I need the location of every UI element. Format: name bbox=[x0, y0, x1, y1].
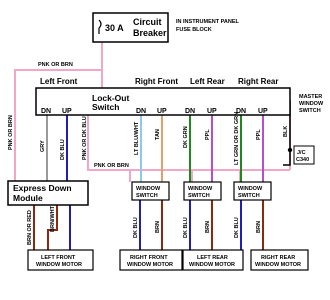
window-switch-lr-box bbox=[183, 181, 222, 201]
right-front-motor-line2: WINDOW MOTOR bbox=[127, 262, 173, 268]
left-front-motor-line2: WINDOW MOTOR bbox=[36, 262, 82, 268]
right-rear-motor-box bbox=[250, 249, 309, 271]
right-rear-motor-line2: WINDOW MOTOR bbox=[255, 262, 301, 268]
terminal-dn-rr: DN bbox=[236, 108, 246, 115]
master-label-line1: MASTER bbox=[299, 94, 322, 100]
group-right-front: Right Front bbox=[135, 77, 178, 86]
label-brn-red: BRN OR RED bbox=[27, 210, 33, 245]
label-tan: TAN bbox=[155, 129, 161, 140]
express-line1: Express Down bbox=[13, 183, 72, 193]
window-switch-rr-box bbox=[233, 181, 272, 201]
lockout-line1: Lock-Out bbox=[92, 93, 129, 103]
pnk-brn-feed-wire bbox=[14, 69, 102, 181]
window-switch-lr-line1: WINDOW bbox=[188, 186, 213, 192]
express-down-module-box bbox=[7, 180, 89, 206]
panel-note-line1: IN INSTRUMENT PANEL bbox=[176, 19, 239, 25]
right-rear-motor-line1: RIGHT REAR bbox=[261, 255, 295, 261]
pnk-brn-mid-wire bbox=[87, 162, 290, 171]
label-brn-rr: BRN bbox=[256, 221, 262, 233]
right-front-motor-box bbox=[119, 249, 183, 271]
window-switch-rr-line2: SWITCH bbox=[238, 193, 260, 199]
terminal-dn-lf: DN bbox=[41, 108, 51, 115]
panel-note-line2: FUSE BLOCK bbox=[176, 27, 212, 33]
left-front-motor-box bbox=[27, 249, 94, 271]
blk-ground-wire bbox=[283, 150, 291, 166]
label-pnk-brn-top: PNK OR BRN bbox=[38, 62, 73, 68]
label-dk-blu-left: DK BLU bbox=[60, 139, 66, 160]
express-line2: Module bbox=[13, 193, 43, 203]
label-ppl-rr: PPL bbox=[256, 129, 262, 140]
label-pnk-dk-blu: PNK OR DK BLU bbox=[82, 116, 88, 160]
junction-connector-box bbox=[293, 145, 315, 165]
label-blk: BLK bbox=[283, 126, 289, 137]
label-gry: GRY bbox=[40, 140, 46, 152]
breaker-title-line1: Circuit bbox=[133, 17, 162, 27]
label-brn-rf: BRN bbox=[155, 221, 161, 233]
label-dk-blu-lr: DK BLU bbox=[183, 217, 189, 238]
window-switch-lr-line2: SWITCH bbox=[188, 193, 210, 199]
label-lt-grn-dk-grn: LT GRN OR DK GRN bbox=[234, 112, 240, 165]
window-switch-rf-line1: WINDOW bbox=[136, 186, 161, 192]
label-pnk-brn-left: PNK OR BRN bbox=[8, 115, 14, 150]
terminal-up-lr: UP bbox=[207, 108, 217, 115]
terminal-dn-rf: DN bbox=[136, 108, 146, 115]
label-dk-blu-rf: DK BLU bbox=[133, 217, 139, 238]
label-dk-blu-rr: DK BLU bbox=[234, 217, 240, 238]
label-lt-blu-wht: LT BLU/WHT bbox=[134, 121, 140, 155]
label-dk-grn: DK GRN bbox=[183, 126, 189, 148]
left-front-motor-line1: LEFT FRONT bbox=[41, 255, 76, 261]
window-switch-rr-line1: WINDOW bbox=[238, 186, 263, 192]
master-switch-box bbox=[35, 87, 291, 116]
jc-line1: J/C bbox=[297, 150, 306, 156]
group-left-front: Left Front bbox=[40, 77, 78, 86]
group-right-rear: Right Rear bbox=[238, 77, 278, 86]
circuit-breaker-box bbox=[92, 12, 169, 43]
terminal-dn-lr: DN bbox=[185, 108, 195, 115]
breaker-rating: 30 A bbox=[105, 23, 124, 33]
label-brn-wht: BRN/WHT bbox=[50, 205, 56, 232]
breaker-title-line2: Breaker bbox=[133, 28, 167, 38]
jc-line2: C340 bbox=[296, 157, 309, 163]
right-front-motor-line1: RIGHT FRONT bbox=[130, 255, 168, 261]
terminal-up-rf: UP bbox=[157, 108, 167, 115]
terminal-up-rr: UP bbox=[258, 108, 268, 115]
terminal-up-lf: UP bbox=[62, 108, 72, 115]
left-rear-motor-line1: LEFT REAR bbox=[197, 255, 228, 261]
label-brn-lr: BRN bbox=[205, 221, 211, 233]
group-left-rear: Left Rear bbox=[190, 77, 225, 86]
master-label-line2: WINDOW bbox=[299, 101, 324, 107]
label-ppl-lr: PPL bbox=[205, 129, 211, 140]
master-label-line3: SWITCH bbox=[299, 108, 321, 114]
window-switch-rf-line2: SWITCH bbox=[136, 193, 158, 199]
breaker-symbol-icon bbox=[98, 19, 102, 34]
left-rear-motor-line2: WINDOW MOTOR bbox=[189, 262, 235, 268]
window-switch-rf-box bbox=[131, 181, 170, 201]
lockout-line2: Switch bbox=[92, 102, 119, 112]
label-pnk-brn-mid: PNK OR BRN bbox=[94, 163, 129, 169]
left-rear-motor-box bbox=[182, 249, 244, 271]
